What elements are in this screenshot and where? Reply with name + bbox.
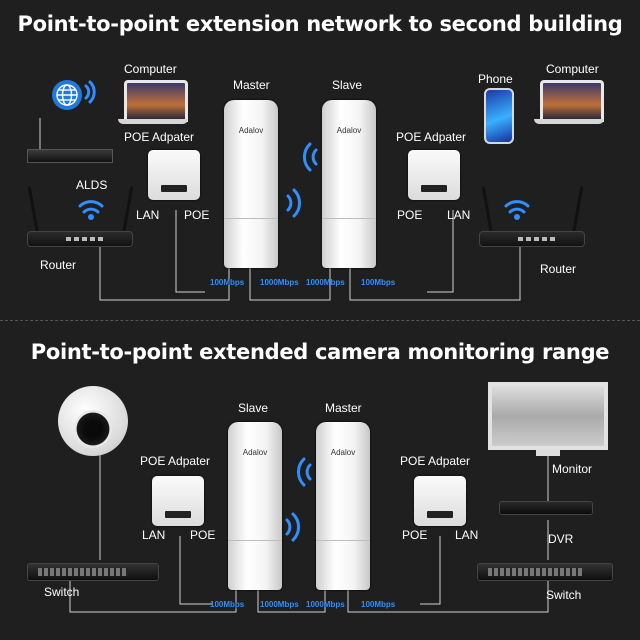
speed-label: 100Mbps [210,278,245,287]
alds-label: ALDS [76,178,108,192]
master-brand: Adalov [330,448,356,457]
poe-adapter-right-icon [408,150,460,200]
poe-port-left-label: POE [184,208,210,222]
section-divider [0,320,640,321]
poe-left-label: POE Adpater [140,454,211,468]
speed-label: 1000Mbps [260,600,299,609]
poe-port-right-label: POE [397,208,423,222]
router-right-icon [480,232,584,246]
poe-right-label: POE Adpater [396,130,467,144]
lan-right-label: LAN [447,208,471,222]
poe-port-left-label: POE [190,528,216,542]
phone-label: Phone [478,72,513,86]
poe-left-label: POE Adpater [124,130,195,144]
poe-port-right-label: POE [402,528,428,542]
slave-label: Slave [332,78,363,92]
lan-left-label: LAN [142,528,166,542]
dvr-label: DVR [548,532,574,546]
computer-right-label: Computer [546,62,599,76]
computer-right-base [534,119,604,124]
phone-icon [484,88,514,144]
monitor-stand [536,450,560,456]
speed-label: 1000Mbps [260,278,299,287]
speed-label: 100Mbps [210,600,245,609]
lan-right-label: LAN [455,528,479,542]
alds-modem-icon [28,150,112,162]
dvr-icon [500,502,592,514]
switch-right-icon [478,564,612,580]
router-right-label: Router [540,262,577,276]
computer-right-icon [540,80,604,122]
router-left-label: Router [40,258,77,272]
poe-adapter-left-icon [148,150,200,200]
speed-label: 100Mbps [361,600,396,609]
slave-label: Slave [238,401,269,415]
speed-label: 100Mbps [361,278,396,287]
poe-right-label: POE Adpater [400,454,471,468]
monitor-icon [488,382,608,450]
bottom-section-title: Point-to-point extended camera monitorin… [30,340,610,364]
slave-cpe-icon: Adalov [322,100,376,268]
camera-icon [58,386,128,456]
switch-left-label: Switch [44,585,80,599]
master-cpe-icon: Adalov [316,422,370,590]
speed-label: 1000Mbps [306,278,345,287]
master-label: Master [233,78,270,92]
lan-left-label: LAN [136,208,160,222]
master-brand: Adalov [238,126,264,135]
master-label: Master [325,401,362,415]
computer-left-label: Computer [124,62,177,76]
switch-right-label: Switch [546,588,582,602]
computer-left-base [118,119,188,124]
master-cpe-icon: Adalov [224,100,278,268]
globe-icon [52,80,82,110]
top-section-title: Point-to-point extension network to seco… [17,12,623,36]
poe-adapter-left-icon [152,476,204,526]
computer-left-icon [124,80,188,122]
router-left-icon [28,232,132,246]
switch-left-icon [28,564,158,580]
slave-brand: Adalov [336,126,362,135]
slave-cpe-icon: Adalov [228,422,282,590]
poe-adapter-right-icon [414,476,466,526]
monitor-label: Monitor [552,462,593,476]
speed-label: 1000Mbps [306,600,345,609]
slave-brand: Adalov [242,448,268,457]
